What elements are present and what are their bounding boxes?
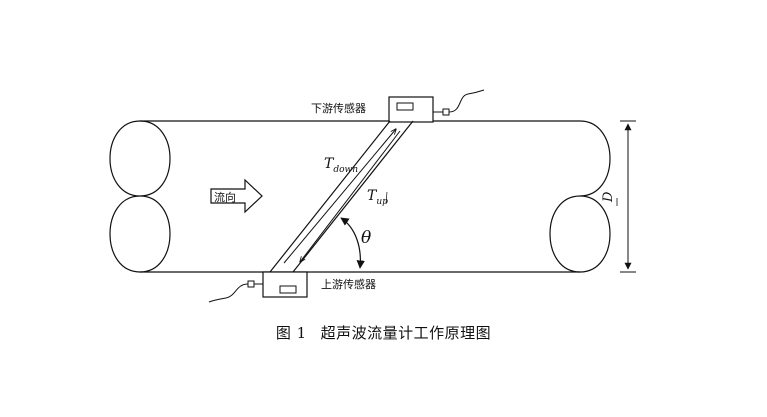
flow-direction-arrow (210, 178, 263, 214)
t-up-tick (385, 191, 388, 204)
upstream-connector (247, 280, 255, 288)
beam-edge-right (292, 120, 414, 273)
figure-title: 超声波流量计工作原理图 (320, 324, 492, 342)
diameter-label: D (601, 191, 616, 203)
t-up-arrow (300, 130, 401, 262)
t-down-label: Tdown (324, 156, 358, 175)
t-down-arrow (283, 129, 396, 264)
downstream-cable (448, 89, 485, 113)
downstream-sensor-element (396, 102, 414, 111)
t-up-main: T (367, 188, 378, 204)
figure-caption: 图 1 超声波流量计工作原理图 (0, 322, 767, 343)
upstream-sensor-label: 上游传感器 (321, 278, 376, 291)
t-down-sub: down (333, 165, 358, 175)
t-up-label: Tup (367, 188, 388, 207)
downstream-sensor-label: 下游传感器 (311, 102, 366, 115)
upstream-cable (208, 283, 249, 303)
pipe-right-break (549, 120, 611, 273)
downstream-connector (442, 108, 450, 116)
beam-edge-left (269, 120, 391, 273)
t-up-sub: up (376, 197, 388, 207)
t-down-main: T (324, 156, 335, 172)
figure-number: 图 1 (275, 324, 307, 342)
flow-direction-label: 流向 (214, 190, 236, 204)
theta-angle-arc (340, 217, 365, 269)
pipe-left-break (109, 120, 171, 273)
theta-label: θ (361, 228, 371, 248)
upstream-sensor-element (279, 285, 297, 294)
